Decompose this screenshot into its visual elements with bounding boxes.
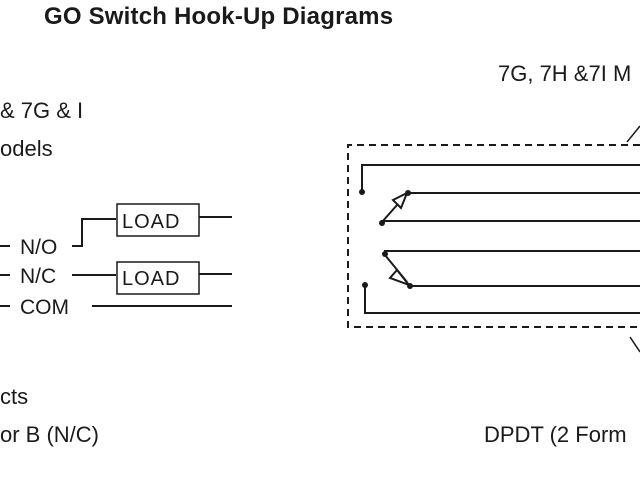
pole1-arrowhead bbox=[391, 190, 409, 210]
load-box-top bbox=[116, 203, 200, 237]
terminal-nc: N/C bbox=[20, 265, 56, 288]
left-caption-line-1: cts bbox=[0, 384, 29, 409]
load-label-top: LOAD bbox=[122, 211, 180, 233]
left-caption-line-2: or B (N/C) bbox=[0, 422, 99, 447]
terminal-com: COM bbox=[20, 296, 69, 319]
pole2-top-wire bbox=[384, 250, 640, 255]
pole1-top-wire bbox=[361, 164, 640, 190]
contact-points bbox=[359, 189, 413, 289]
pole1-contact-a bbox=[359, 189, 365, 195]
load-label-bottom: LOAD bbox=[122, 268, 180, 290]
right-models-label: 7G, 7H &7I M bbox=[498, 61, 632, 86]
pole2-contact-c bbox=[362, 282, 368, 288]
pole2-arrowhead bbox=[388, 268, 413, 288]
leader-top bbox=[626, 125, 640, 143]
no-wire bbox=[72, 218, 116, 247]
switch-arms bbox=[381, 190, 413, 288]
pole1-common-wire bbox=[381, 220, 640, 223]
leader-bottom bbox=[629, 336, 640, 353]
load-box-bottom bbox=[116, 261, 200, 295]
dashed-enclosure bbox=[347, 144, 640, 328]
diagram-title: GO Switch Hook-Up Diagrams bbox=[44, 3, 394, 30]
dpdt-switch bbox=[347, 125, 640, 353]
left-models-line-2: odels bbox=[0, 136, 53, 161]
pole2-common-wire bbox=[364, 285, 640, 314]
left-models-line-1: & 7G & I bbox=[0, 98, 84, 123]
spdt-wiring bbox=[0, 203, 232, 307]
right-caption: DPDT (2 Form bbox=[484, 422, 627, 447]
terminal-no: N/O bbox=[20, 236, 57, 259]
